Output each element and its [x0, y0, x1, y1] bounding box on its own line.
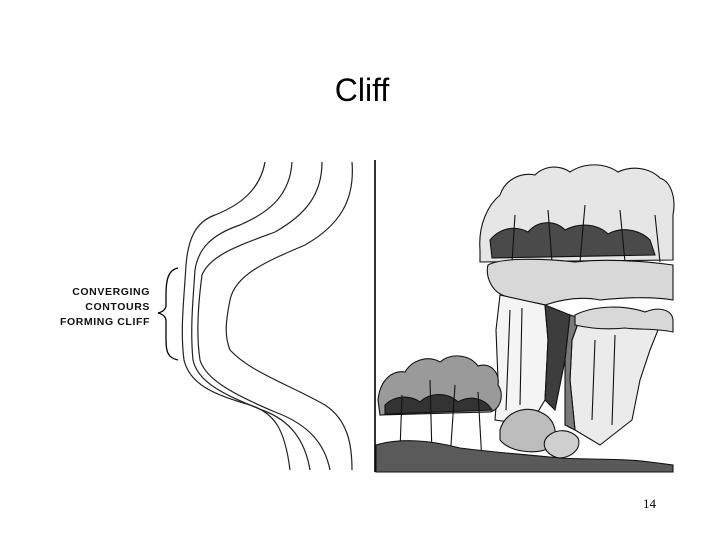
boulder — [544, 431, 579, 458]
contour-line — [198, 162, 330, 470]
converging-contours-label-2: CONTOURS — [85, 301, 150, 313]
label-line-3: FORMING CLIFF — [60, 316, 150, 328]
contour-map — [158, 160, 375, 472]
label-line-2: CONTOURS — [85, 301, 150, 313]
bracket-mark — [158, 268, 178, 360]
contour-line — [192, 162, 310, 470]
label-line-1: CONVERGING — [72, 286, 150, 298]
page-number: 14 — [643, 496, 656, 512]
contour-line — [226, 162, 352, 470]
cliff-drawing — [376, 165, 674, 472]
converging-contours-label: CONVERGING — [72, 286, 150, 298]
converging-contours-label-3: FORMING CLIFF — [60, 316, 150, 328]
